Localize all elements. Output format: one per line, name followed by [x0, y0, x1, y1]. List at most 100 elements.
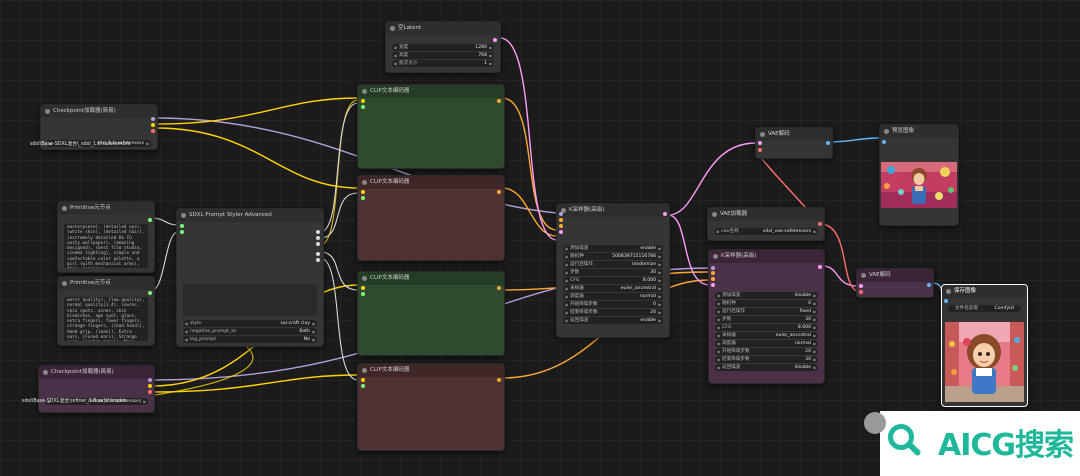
output-port-conditioning[interactable] — [497, 190, 501, 194]
checkpoint-loader-refiner-node[interactable]: Checkpoint加载器(简易) refiner_1.0.safetensor… — [38, 365, 155, 413]
output-port-vae[interactable] — [148, 390, 152, 394]
input-port-latent[interactable] — [711, 283, 715, 287]
output-port-5[interactable] — [316, 258, 320, 262]
primitive-node-positive[interactable]: Primitive元节点 masterpiece), (detailed eye… — [57, 201, 155, 273]
input-port-model[interactable] — [559, 212, 563, 216]
output-port-conditioning[interactable] — [497, 99, 501, 103]
output-port-latent[interactable] — [663, 212, 667, 216]
output-port-string[interactable] — [148, 291, 152, 295]
input-port-images[interactable] — [944, 299, 948, 303]
preview-image-node[interactable]: 预览图像 — [879, 124, 959, 226]
ckpt-name-widget[interactable]: refiner_1.0.safetensors — [45, 398, 148, 405]
output-port-image[interactable] — [826, 141, 830, 145]
primitive-node-negative[interactable]: Primitive元节点 worst quality), (low qualit… — [57, 276, 155, 346]
clip-text-encode-node-3[interactable]: CLIP文本编码器 — [357, 271, 505, 356]
input-port-vae[interactable] — [859, 290, 863, 294]
input-port-latent[interactable] — [559, 230, 563, 234]
output-port-3[interactable] — [316, 242, 320, 246]
output-port-clip[interactable] — [151, 123, 155, 127]
input-port-text-negative[interactable] — [180, 230, 184, 234]
output-port-conditioning[interactable] — [497, 286, 501, 290]
input-port-text[interactable] — [361, 105, 365, 109]
prompt-textarea[interactable]: worst quality), (low quality), normal qu… — [64, 297, 148, 341]
input-port-text[interactable] — [361, 292, 365, 296]
input-port-positive[interactable] — [559, 218, 563, 222]
input-port-text-positive[interactable] — [180, 224, 184, 228]
input-port-vae[interactable] — [758, 148, 762, 152]
saved-image-thumbnail[interactable] — [945, 322, 1024, 402]
output-port-vae[interactable] — [151, 129, 155, 133]
input-port-clip[interactable] — [361, 190, 365, 194]
output-port-image[interactable] — [927, 283, 931, 287]
checkpoint-loader-base-node[interactable]: Checkpoint加载器(简易) sdxl_1.0.safetensors — [40, 104, 158, 150]
input-port-clip[interactable] — [361, 378, 365, 382]
input-port-clip[interactable] — [361, 99, 365, 103]
output-port-model[interactable] — [148, 378, 152, 382]
output-port-1[interactable] — [316, 230, 320, 234]
input-port-text[interactable] — [361, 384, 365, 388]
input-port-negative[interactable] — [559, 224, 563, 228]
styler-text-area[interactable] — [183, 284, 317, 316]
input-port-clip[interactable] — [361, 286, 365, 290]
output-port-string[interactable] — [148, 218, 152, 222]
output-port-latent[interactable] — [818, 265, 822, 269]
sdxl-prompt-styler-node[interactable]: SDXL Prompt Styler Advanced stylesai-cra… — [176, 208, 324, 347]
vae-decode-node-1[interactable]: VAE解码 — [755, 127, 833, 159]
clip-text-encode-node-4[interactable]: CLIP文本编码器 — [357, 363, 505, 451]
input-port-samples[interactable] — [758, 141, 762, 145]
input-port-positive[interactable] — [711, 271, 715, 275]
output-port-conditioning[interactable] — [497, 378, 501, 382]
clip-text-encode-node-2[interactable]: CLIP文本编码器 — [357, 175, 505, 261]
output-port-latent[interactable] — [493, 38, 497, 42]
output-port-model[interactable] — [151, 117, 155, 121]
prompt-textarea[interactable]: masterpiece), (detailed eye), (white ski… — [64, 224, 148, 268]
input-port-model[interactable] — [711, 266, 715, 270]
clip-text-encode-node-1[interactable]: CLIP文本编码器 — [357, 84, 505, 169]
input-port-negative[interactable] — [711, 277, 715, 281]
output-port-2[interactable] — [316, 236, 320, 240]
input-port-text[interactable] — [361, 196, 365, 200]
output-port-clip[interactable] — [148, 384, 152, 388]
ckpt-name-widget[interactable]: sdxl_1.0.safetensors — [47, 140, 151, 147]
output-port-4[interactable] — [316, 252, 320, 256]
input-port-samples[interactable] — [859, 284, 863, 288]
preview-image-thumbnail[interactable] — [881, 162, 957, 208]
input-port-images[interactable] — [882, 140, 886, 144]
vae-decode-node-2[interactable]: VAE解码 — [856, 268, 934, 298]
output-port-vae[interactable] — [818, 222, 822, 226]
